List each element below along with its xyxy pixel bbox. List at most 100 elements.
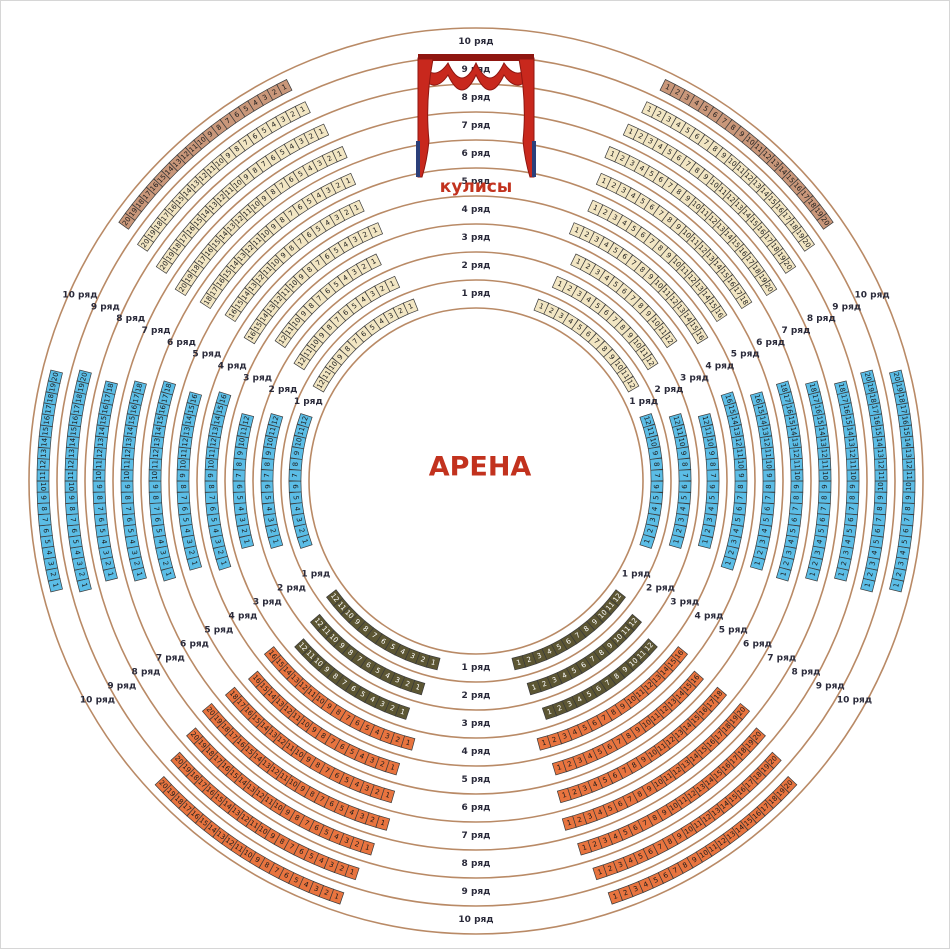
seat[interactable]: 18: [834, 380, 850, 395]
seat[interactable]: 3: [291, 512, 307, 527]
seat-box[interactable]: [261, 502, 276, 516]
seat[interactable]: 6: [899, 524, 914, 538]
seat-box[interactable]: [224, 305, 242, 323]
seat-box[interactable]: [869, 535, 884, 549]
seat[interactable]: 4: [704, 502, 719, 516]
seat-box[interactable]: [233, 446, 248, 460]
seat[interactable]: 5: [814, 524, 829, 538]
seat-box[interactable]: [260, 491, 275, 505]
seat[interactable]: 7: [232, 469, 246, 482]
seat[interactable]: 6: [205, 502, 220, 516]
seat-box[interactable]: [812, 534, 828, 549]
seat[interactable]: 3: [234, 513, 250, 527]
seat[interactable]: 13: [873, 447, 887, 460]
seat-box[interactable]: [789, 446, 803, 460]
seat-box[interactable]: [38, 524, 53, 538]
seat[interactable]: 8: [176, 480, 190, 493]
seat[interactable]: 4: [153, 534, 168, 549]
seat[interactable]: 7: [65, 513, 80, 527]
seat-box[interactable]: [902, 458, 916, 471]
seat[interactable]: 11: [789, 458, 804, 471]
seat-box[interactable]: [232, 491, 247, 504]
seat[interactable]: 12: [64, 458, 78, 471]
seat[interactable]: 7: [761, 491, 776, 504]
seat[interactable]: 12: [238, 413, 255, 428]
seat[interactable]: 7: [204, 491, 219, 504]
seat-box[interactable]: [733, 491, 748, 504]
seat[interactable]: 6: [260, 480, 274, 493]
seat[interactable]: 5: [40, 535, 55, 549]
seat-box[interactable]: [232, 480, 246, 493]
seat[interactable]: 5: [842, 524, 857, 538]
seat-box[interactable]: [872, 513, 887, 527]
seat-box[interactable]: [895, 545, 911, 560]
seat[interactable]: 5: [649, 491, 664, 505]
seat[interactable]: 4: [784, 534, 799, 549]
seat-box[interactable]: [65, 513, 80, 527]
seat[interactable]: 9: [261, 446, 276, 460]
seat[interactable]: 8: [762, 480, 776, 493]
seat-box[interactable]: [206, 513, 221, 527]
seat-box[interactable]: [47, 369, 63, 384]
seat-box[interactable]: [762, 469, 776, 482]
seat[interactable]: 5: [677, 491, 692, 505]
seat[interactable]: 11: [120, 458, 134, 471]
seat-box[interactable]: [177, 446, 192, 460]
seat[interactable]: 6: [94, 513, 108, 527]
seat-box[interactable]: [288, 457, 303, 471]
seat-box[interactable]: [232, 458, 247, 471]
seat[interactable]: 9: [204, 469, 218, 482]
seat-box[interactable]: [274, 331, 292, 349]
seat-box[interactable]: [734, 469, 748, 482]
seat[interactable]: 15: [899, 424, 914, 438]
seat-box[interactable]: [243, 327, 261, 345]
seat[interactable]: 8: [901, 502, 915, 515]
seat-box[interactable]: [897, 535, 912, 549]
seat-box[interactable]: [37, 502, 51, 515]
seat-box[interactable]: [676, 446, 691, 460]
seat[interactable]: 3: [263, 512, 278, 527]
seat[interactable]: 4: [124, 534, 140, 549]
seat-box[interactable]: [759, 513, 774, 527]
seat-box[interactable]: [842, 524, 857, 538]
seat[interactable]: 9: [647, 446, 663, 460]
seat[interactable]: 12: [36, 458, 50, 471]
seat[interactable]: 4: [867, 545, 883, 560]
seat[interactable]: 5: [759, 513, 774, 527]
seat[interactable]: 8: [232, 458, 247, 471]
seat-box[interactable]: [232, 469, 246, 482]
seat[interactable]: 9: [902, 491, 916, 504]
seat-box[interactable]: [902, 491, 916, 504]
seat-box[interactable]: [205, 446, 220, 460]
seat-box[interactable]: [123, 524, 138, 538]
seat-box[interactable]: [178, 513, 193, 527]
seat[interactable]: 9: [818, 480, 832, 493]
seat-box[interactable]: [732, 446, 747, 460]
seat-box[interactable]: [845, 447, 859, 460]
seat-box[interactable]: [814, 424, 829, 438]
seat[interactable]: 18: [102, 380, 118, 395]
seat-box[interactable]: [102, 380, 118, 395]
seat-box[interactable]: [691, 327, 709, 345]
seat-box[interactable]: [889, 369, 905, 384]
seat[interactable]: 3: [674, 512, 689, 527]
seat-box[interactable]: [733, 458, 748, 471]
seat[interactable]: 5: [869, 535, 884, 549]
seat-box[interactable]: [873, 447, 887, 460]
seat[interactable]: 14: [872, 435, 887, 449]
seat-box[interactable]: [787, 435, 802, 449]
seat-box[interactable]: [844, 513, 858, 527]
seat[interactable]: 7: [706, 469, 720, 482]
seat[interactable]: 14: [95, 424, 110, 438]
seat-box[interactable]: [260, 469, 274, 482]
seat-box[interactable]: [834, 380, 850, 395]
seat[interactable]: 11: [64, 469, 78, 482]
seat[interactable]: 5: [178, 513, 193, 527]
seat-box[interactable]: [206, 435, 221, 449]
seat-box[interactable]: [120, 469, 134, 482]
seat[interactable]: 11: [732, 446, 747, 460]
seat[interactable]: 10: [64, 480, 78, 493]
seat-box[interactable]: [123, 424, 138, 438]
seat-box[interactable]: [731, 435, 746, 449]
seat[interactable]: 7: [900, 513, 915, 527]
